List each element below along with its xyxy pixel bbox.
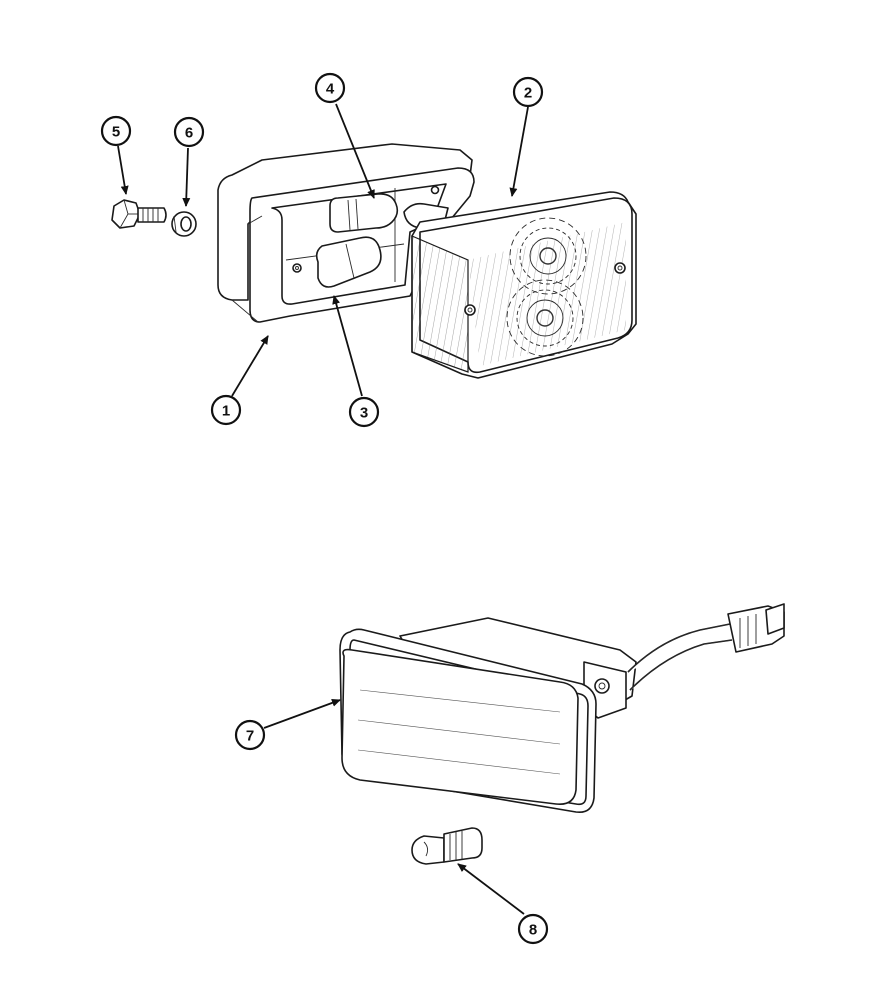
leader-line-6 <box>182 147 191 207</box>
callout-5: 5 <box>100 115 132 147</box>
washer-part <box>171 211 197 237</box>
bayonet-bulb-part <box>411 827 483 865</box>
callout-3: 3 <box>348 396 380 428</box>
callout-label-6: 6 <box>185 125 193 142</box>
callout-label-3: 3 <box>360 405 368 422</box>
callout-1: 1 <box>210 394 242 426</box>
leader-line-1 <box>231 335 269 397</box>
bolt-part <box>111 199 167 229</box>
leader-line-2 <box>509 106 529 197</box>
leader-lines <box>117 103 529 915</box>
leader-line-8 <box>457 863 525 915</box>
callout-label-2: 2 <box>524 85 532 102</box>
callout-6: 6 <box>173 116 205 148</box>
callout-4: 4 <box>314 72 346 104</box>
leader-line-4 <box>335 103 375 199</box>
leader-line-3 <box>332 295 363 397</box>
callout-label-4: 4 <box>326 81 335 98</box>
callout-label-5: 5 <box>112 124 120 141</box>
callout-label-8: 8 <box>529 922 537 939</box>
callout-8: 8 <box>517 913 549 945</box>
callout-7: 7 <box>234 719 266 751</box>
leader-line-7 <box>263 699 341 729</box>
callout-2: 2 <box>512 76 544 108</box>
callout-label-1: 1 <box>222 403 230 420</box>
work-lamp-part <box>339 603 785 814</box>
leader-line-5 <box>117 145 129 195</box>
bulb-large-part <box>315 236 382 288</box>
callout-label-7: 7 <box>246 728 254 745</box>
lens-part <box>411 191 637 379</box>
